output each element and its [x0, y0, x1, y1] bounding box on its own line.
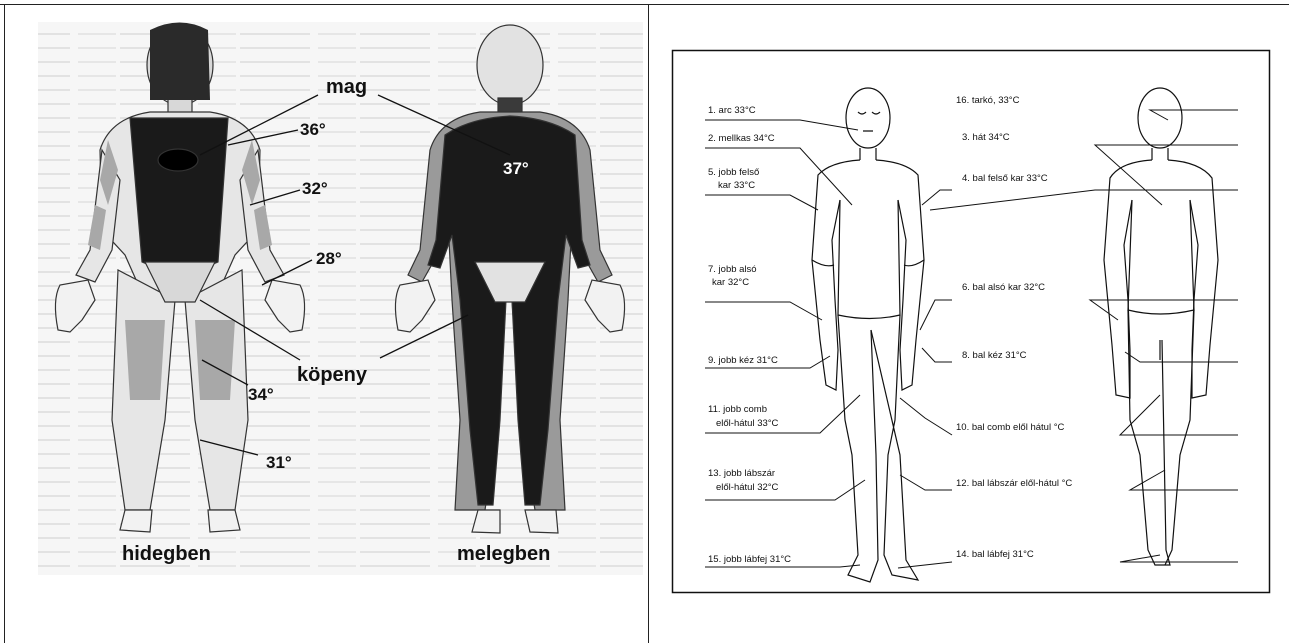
label-left-foot: 14. bal lábfej 31°C — [956, 549, 1034, 560]
label-32: 32° — [302, 179, 328, 198]
label-nape: 16. tarkó, 33°C — [956, 95, 1020, 106]
label-34: 34° — [248, 385, 274, 404]
label-right-shin-1: 13. jobb lábszár — [708, 468, 775, 479]
label-left-thigh: 10. bal comb elől hátul °C — [956, 422, 1064, 433]
label-36: 36° — [300, 120, 326, 139]
label-right-thigh-2: elől-hátul 33°C — [716, 418, 779, 429]
label-kopeny: köpeny — [297, 364, 368, 386]
caption-cold: hidegben — [122, 543, 211, 565]
label-right-thigh-1: 11. jobb comb — [708, 404, 767, 415]
measurement-points-figure: 1. arc 33°C 2. mellkas 34°C 5. jobb fels… — [673, 51, 1270, 593]
label-right-forearm-2: kar 32°C — [712, 277, 749, 288]
label-left-shin: 12. bal lábszár elől-hátul °C — [956, 478, 1072, 489]
label-chest: 2. mellkas 34°C — [708, 133, 775, 144]
label-back: 3. hát 34°C — [962, 132, 1010, 143]
label-37: 37° — [503, 159, 529, 178]
thermal-zones-figure: mag 36° 32° 28° köpeny 34° 31° 37° hideg… — [38, 22, 643, 575]
label-right-upper-arm-1: 5. jobb felső — [708, 167, 759, 178]
label-right-upper-arm-2: kar 33°C — [718, 180, 755, 191]
label-right-shin-2: elől-hátul 32°C — [716, 482, 779, 493]
caption-warm: melegben — [457, 543, 550, 565]
label-face: 1. arc 33°C — [708, 105, 756, 116]
label-28: 28° — [316, 249, 342, 268]
label-left-upper-arm: 4. bal felső kar 33°C — [962, 173, 1048, 184]
label-right-foot: 15. jobb lábfej 31°C — [708, 554, 791, 565]
label-left-forearm: 6. bal alsó kar 32°C — [962, 282, 1045, 293]
label-right-forearm-1: 7. jobb alsó — [708, 264, 757, 275]
label-31: 31° — [266, 453, 292, 472]
label-right-hand: 9. jobb kéz 31°C — [708, 355, 778, 366]
label-left-hand: 8. bal kéz 31°C — [962, 350, 1027, 361]
label-mag: mag — [326, 76, 367, 98]
